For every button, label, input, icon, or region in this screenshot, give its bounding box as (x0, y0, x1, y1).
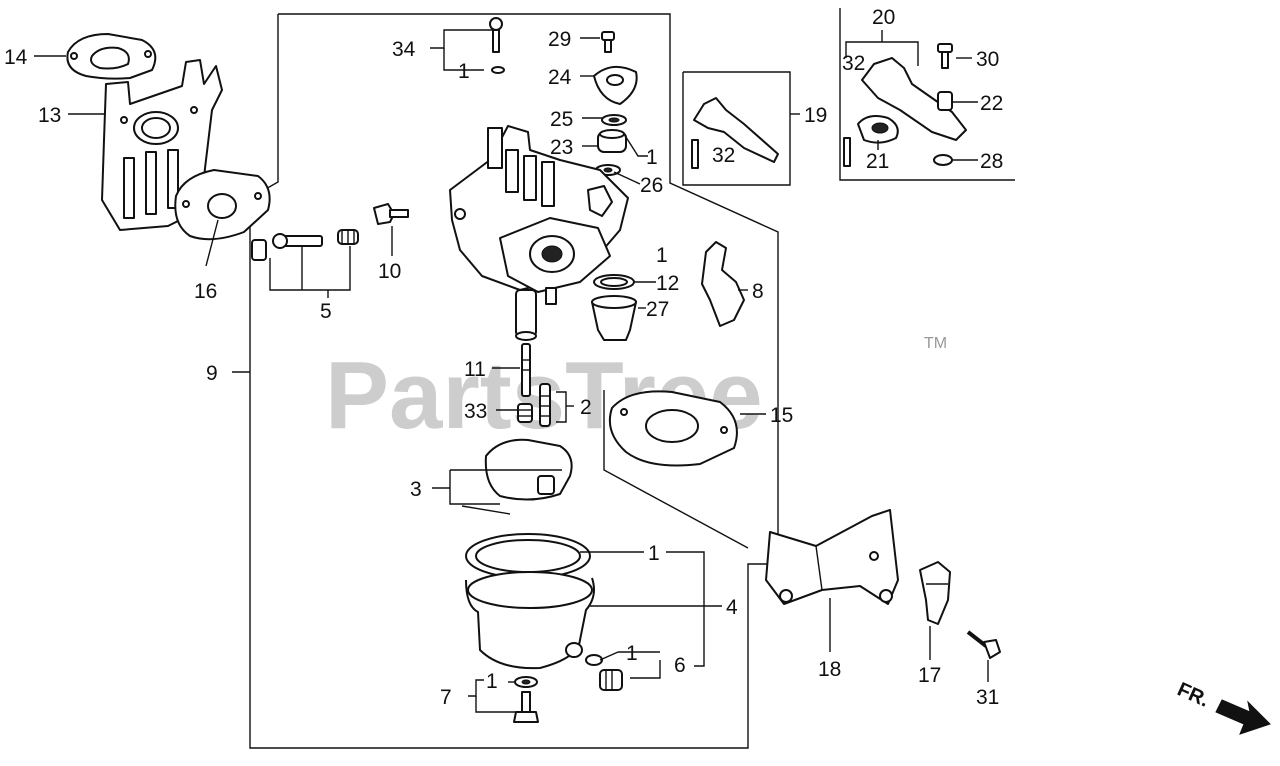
washer-25 (601, 114, 627, 126)
callout-32-b: 32 (842, 52, 865, 75)
callout-1-c: 1 (656, 244, 668, 267)
front-direction-marker: FR. (1174, 678, 1271, 735)
callout-11: 11 (464, 358, 486, 381)
callout-28: 28 (980, 150, 1003, 173)
screw-31 (966, 630, 1001, 659)
callout-20: 20 (872, 6, 895, 29)
front-arrow-icon (1215, 699, 1271, 735)
callout-29: 29 (548, 28, 571, 51)
callout-12: 12 (656, 272, 679, 295)
lever-assembly-20 (843, 43, 967, 167)
callout-22: 22 (980, 92, 1003, 115)
callout-32-a: 32 (712, 144, 735, 167)
float-3 (461, 438, 573, 515)
callout-31: 31 (976, 686, 999, 709)
callout-6: 6 (674, 654, 686, 677)
callout-27: 27 (646, 298, 669, 321)
bracket-18 (765, 509, 899, 605)
callout-30: 30 (976, 48, 999, 71)
callout-16: 16 (194, 280, 217, 303)
callout-1-a: 1 (458, 60, 470, 83)
callout-7: 7 (440, 686, 452, 709)
callout-1-b: 1 (646, 146, 658, 169)
callout-24: 24 (548, 66, 572, 89)
callout-17: 17 (918, 664, 941, 687)
jet-27 (591, 295, 637, 341)
callout-34: 34 (392, 38, 416, 61)
callout-19: 19 (804, 104, 827, 127)
watermark-trademark: TM (924, 335, 947, 352)
callout-labels: 14 13 16 9 5 10 34 1 29 24 25 23 1 26 1 … (4, 6, 1003, 709)
callout-14: 14 (4, 46, 28, 69)
inset-frame-19 (682, 71, 791, 186)
callout-1-d: 1 (648, 542, 660, 565)
callout-1-f: 1 (486, 670, 498, 693)
gasket-16 (174, 169, 271, 241)
valve-23 (597, 129, 627, 153)
carburetor-body (449, 125, 629, 341)
cover-24 (593, 65, 638, 105)
drain-6 (585, 654, 623, 691)
callout-3: 3 (410, 478, 422, 501)
callout-13: 13 (38, 104, 61, 127)
callout-4: 4 (726, 596, 738, 619)
gasket-14 (66, 33, 157, 80)
callout-8: 8 (752, 280, 764, 303)
callout-18: 18 (818, 658, 841, 681)
screw-set-5 (251, 229, 359, 261)
leader-lines (34, 29, 989, 713)
clip-17 (919, 561, 951, 625)
spring-33 (517, 403, 533, 423)
callout-2: 2 (580, 396, 592, 419)
part-8 (701, 241, 745, 327)
inset-frame-20 (839, 8, 1015, 181)
callout-9: 9 (206, 362, 218, 385)
callout-10: 10 (378, 260, 401, 283)
callout-1-e: 1 (626, 642, 638, 665)
callout-23: 23 (550, 136, 573, 159)
o-ring-12 (593, 274, 635, 290)
callout-15: 15 (770, 404, 793, 427)
leader-15-box (603, 390, 749, 549)
callout-21: 21 (866, 150, 889, 173)
screw-2 (539, 383, 551, 427)
callout-25: 25 (550, 108, 573, 131)
bowl-4 (465, 533, 595, 670)
callout-33: 33 (464, 400, 487, 423)
lever-19 (691, 97, 779, 169)
screw-29 (601, 31, 615, 53)
front-label: FR. (1174, 678, 1212, 711)
gasket-15 (608, 390, 738, 467)
bolt-7 (513, 676, 539, 723)
needle-11 (521, 343, 531, 397)
callout-5: 5 (320, 300, 332, 323)
callout-26: 26 (640, 174, 663, 197)
screw-34 (489, 17, 505, 74)
screw-10 (373, 203, 409, 225)
